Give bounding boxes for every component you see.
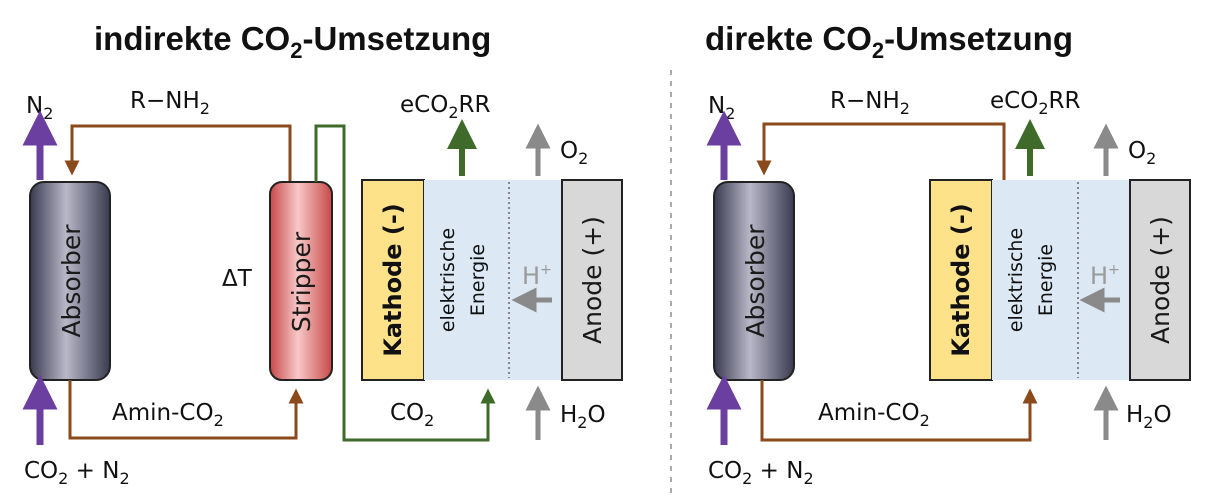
left-stripper-label: Stripper [287,231,316,332]
right-o2-label: O2 [1128,138,1156,168]
left-title: indirekte CO2-Umsetzung [94,20,491,63]
left-membrane-area [424,180,562,380]
right-hplus-label: H+ [1090,262,1120,290]
left-panel: indirekte CO2-Umsetzung N2 Absorber CO2 … [22,20,623,488]
left-amin-co2-label: Amin-CO2 [112,400,224,430]
left-energie-label: Energie [467,244,489,316]
left-h2o-label: H2O [560,402,606,432]
right-absorber-box [713,181,795,381]
right-co2n2-label: CO2 + N2 [708,458,814,488]
left-kathode-label: Kathode (-) [379,203,407,357]
left-hplus-label: H+ [522,262,552,290]
left-amine-return-line [64,124,292,182]
right-ecorr-label: eCO2RR [990,88,1080,118]
right-anode-box [1129,179,1191,381]
left-amine-co2-line [68,380,304,440]
right-amine-label: R−NH2 [830,88,910,118]
left-ecorr-label: eCO2RR [400,92,490,122]
right-amine-return-line [756,122,1006,180]
left-co2-transfer-line [314,124,496,442]
left-delta-t-label: ΔT [222,266,253,292]
left-absorber-label: Absorber [57,224,86,338]
left-o2-label: O2 [560,138,588,168]
right-energie-label: Energie [1035,244,1057,316]
right-n2-top-label: N2 [708,93,735,123]
right-panel: direkte CO2-Umsetzung N2 Absorber CO2 + … [705,20,1191,488]
left-co2n2-label: CO2 + N2 [24,458,130,488]
left-amine-label: R−NH2 [130,88,210,118]
left-elektrische-label: elektrische [437,228,459,332]
right-membrane-area [992,180,1130,380]
left-n2-top-label: N2 [26,93,53,123]
right-amine-co2-line [760,380,1038,442]
left-anode-box [561,179,623,381]
left-stripper-box [269,181,333,381]
right-title: direkte CO2-Umsetzung [705,20,1073,63]
right-absorber-label: Absorber [741,224,770,338]
right-h2o-label: H2O [1126,402,1172,432]
left-co2-label: CO2 [390,400,434,430]
right-amin-co2-label: Amin-CO2 [818,400,930,430]
right-kathode-label: Kathode (-) [947,203,975,357]
right-anode-label: Anode (+) [1146,216,1175,344]
right-elektrische-label: elektrische [1005,228,1027,332]
left-anode-label: Anode (+) [578,216,607,344]
